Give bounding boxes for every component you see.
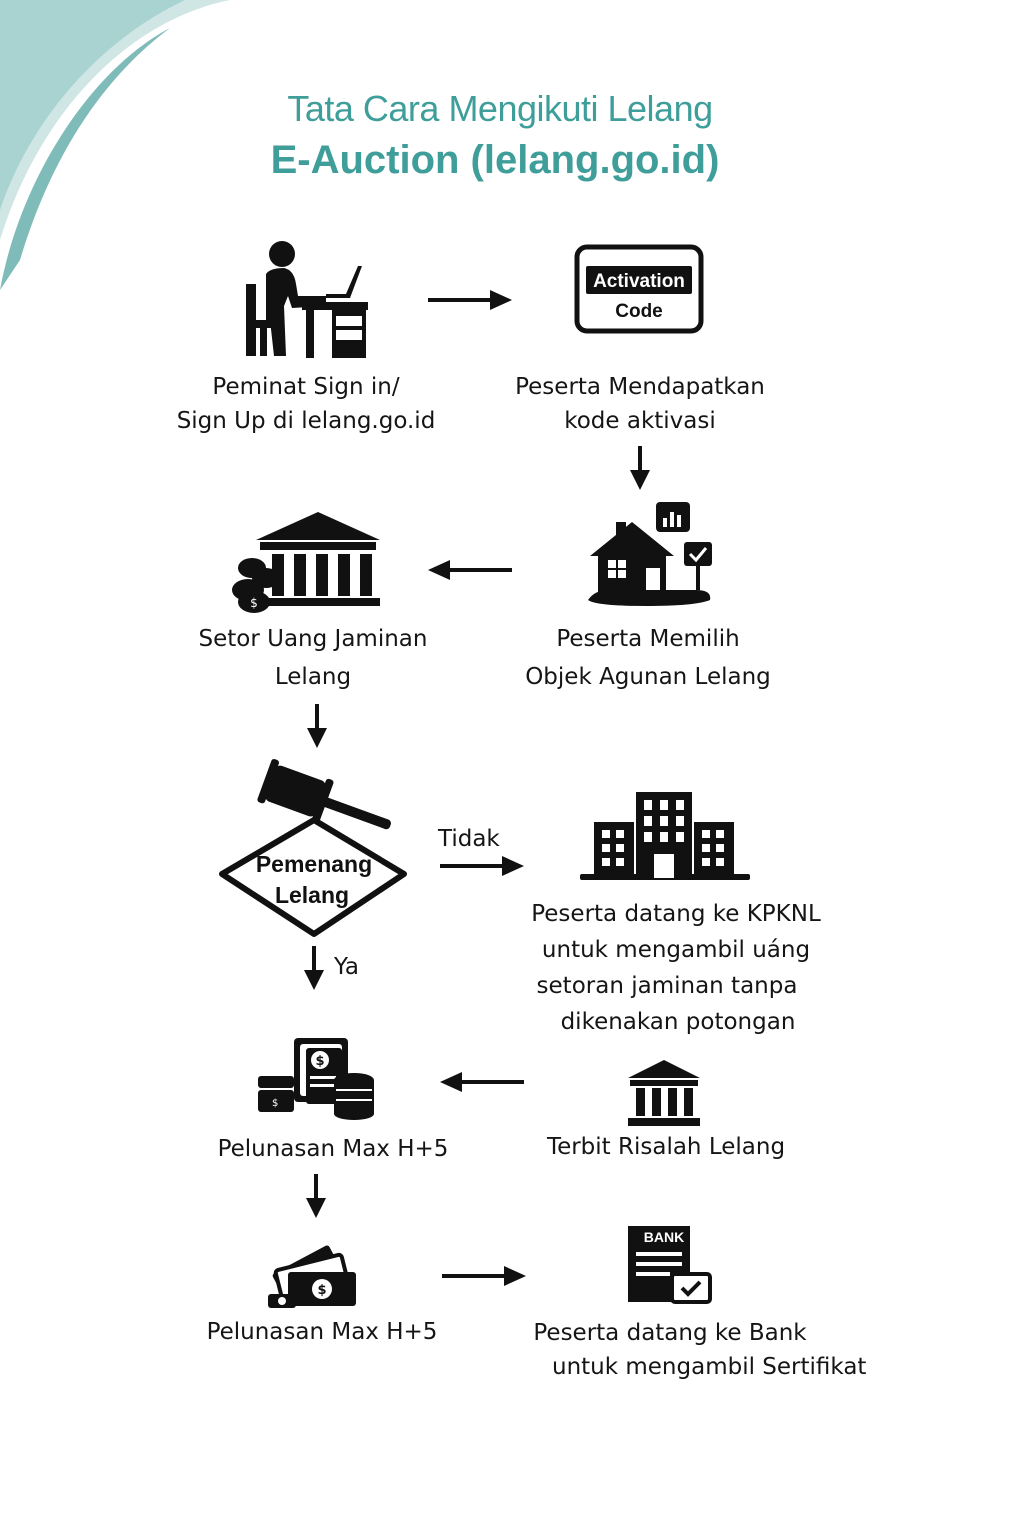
person-at-desk-icon <box>246 241 368 358</box>
branch-no-label: Tidak <box>438 826 500 852</box>
money-coins-icon: $ $ <box>258 1038 374 1120</box>
arrow-object-to-deposit <box>428 560 512 580</box>
activation-code-icon: Activation Code <box>574 244 704 334</box>
svg-text:$: $ <box>250 596 258 610</box>
activation-badge-line1: Activation <box>593 271 685 292</box>
step-payment2-label: Pelunasan Max H+5 <box>206 1319 438 1345</box>
office-building-icon <box>580 792 750 880</box>
bank-document-icon: BANK <box>628 1226 712 1304</box>
arrow-signup-to-activation <box>428 290 512 310</box>
government-building-icon <box>628 1060 700 1126</box>
svg-text:$: $ <box>272 1098 278 1109</box>
arrow-winner-yes <box>304 946 324 990</box>
branch-yes-label: Ya <box>334 954 359 980</box>
page-title-line2: E-Auction (lelang.go.id) <box>270 138 720 182</box>
bank-badge-text: BANK <box>644 1229 684 1245</box>
arrow-deposit-to-winner <box>307 704 327 748</box>
step-minutes-label: Terbit Risalah Lelang <box>546 1134 786 1160</box>
gavel-decision-icon: Pemenang Lelang <box>219 759 407 937</box>
winner-line2: Lelang <box>275 882 349 908</box>
svg-text:$: $ <box>315 1054 324 1069</box>
step-refund-label: Peserta datang ke KPKNL untuk mengambil … <box>531 901 821 1035</box>
winner-line1: Pemenang <box>256 851 372 877</box>
house-collateral-icon <box>588 502 712 606</box>
arrow-winner-no <box>440 856 524 876</box>
arrow-payment2-to-bank <box>442 1266 526 1286</box>
arrow-activation-to-object <box>630 446 650 490</box>
step-payment1-label: Pelunasan Max H+5 <box>217 1136 449 1162</box>
activation-badge-line2: Code <box>615 301 663 322</box>
cash-bills-icon: $ <box>268 1245 356 1308</box>
page-title-line1: Tata Cara Mengikuti Lelang <box>287 88 713 129</box>
svg-text:$: $ <box>317 1283 326 1298</box>
arrow-minutes-to-payment <box>440 1072 524 1092</box>
step-signup-label: Peminat Sign in/Sign Up di lelang.go.id <box>176 374 436 434</box>
arrow-payment1-to-payment2 <box>306 1174 326 1218</box>
bank-coins-icon: $ <box>232 512 380 613</box>
